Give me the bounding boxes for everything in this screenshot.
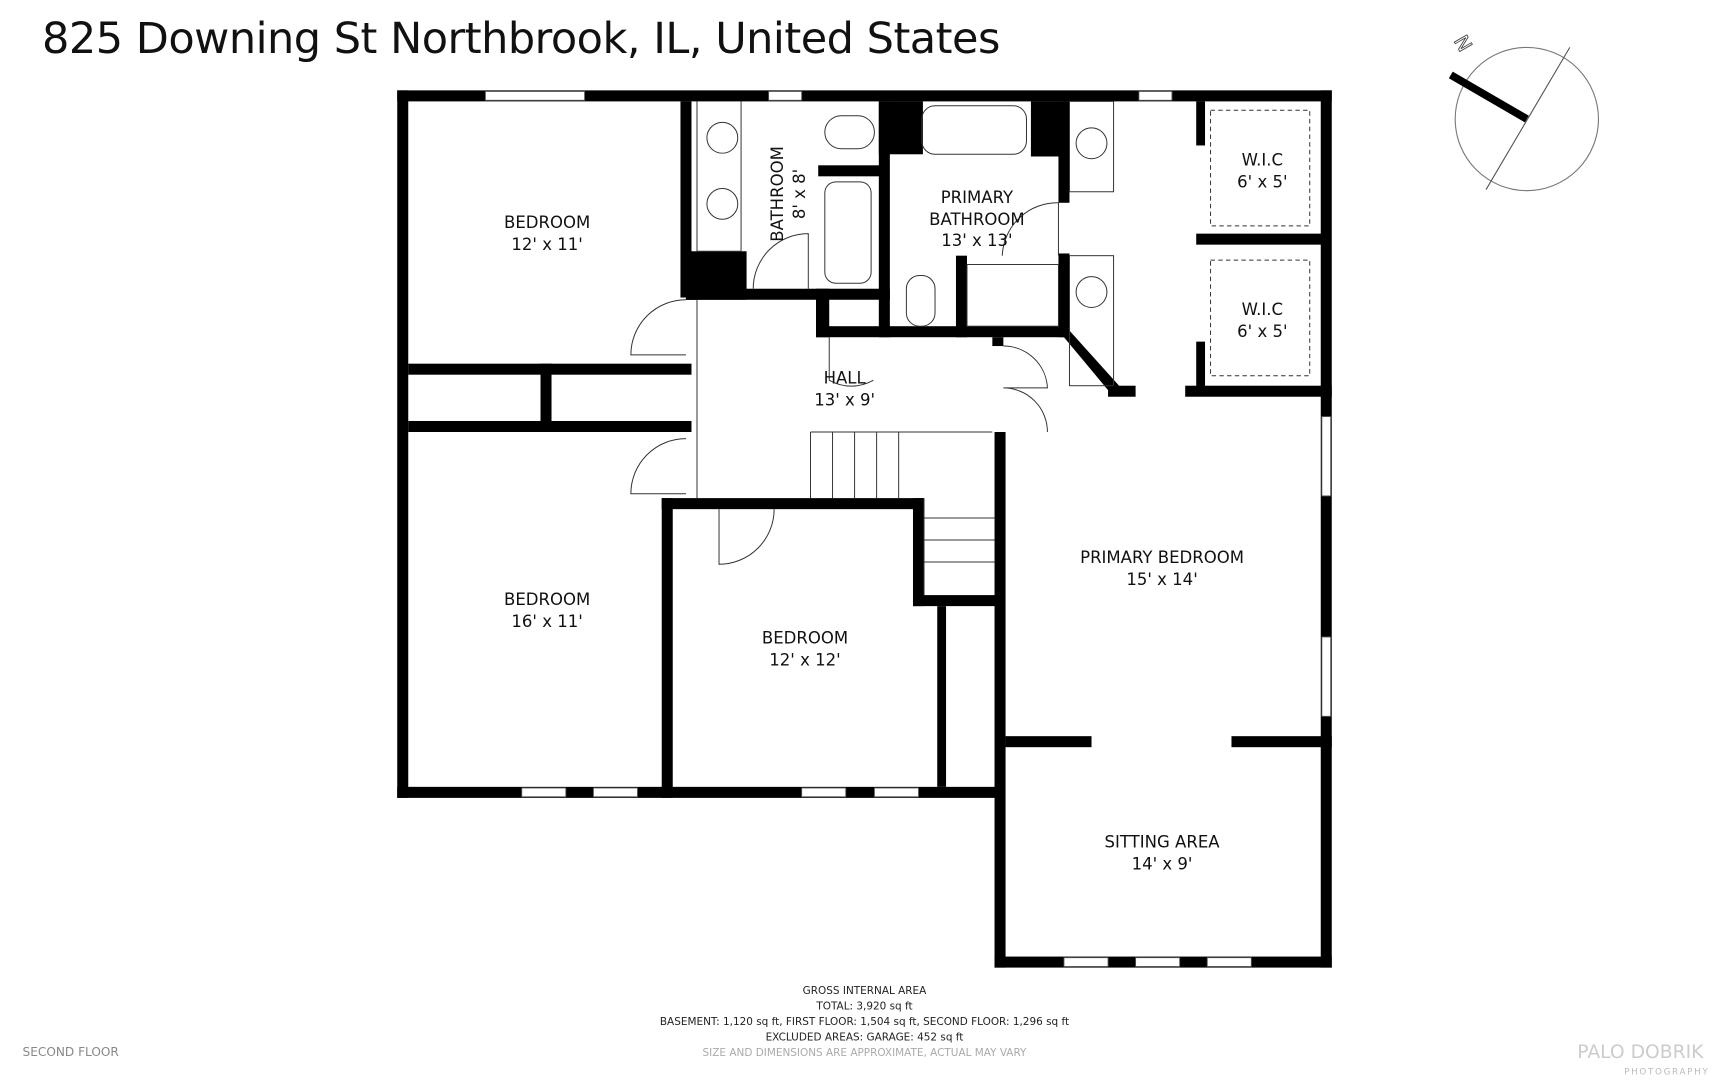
room-size: 15' x 14'	[1126, 570, 1197, 589]
area-summary: GROSS INTERNAL AREA TOTAL: 3,920 sq ft B…	[660, 985, 1069, 1059]
floor-label: SECOND FLOOR	[23, 1045, 120, 1059]
room-size: 8' x 8'	[790, 169, 809, 219]
room-size: 13' x 9'	[814, 391, 875, 410]
room-name: BEDROOM	[504, 590, 590, 609]
area-excluded: EXCLUDED AREAS: GARAGE: 452 sq ft	[766, 1031, 964, 1043]
room-name: PRIMARY	[941, 188, 1014, 207]
room-name: BEDROOM	[762, 629, 848, 648]
room-size: 14' x 9'	[1132, 855, 1193, 874]
room-name: BATHROOM	[768, 146, 787, 242]
room-size: 6' x 5'	[1237, 172, 1287, 191]
page-title: 825 Downing St Northbrook, IL, United St…	[42, 14, 1000, 64]
logo-text: PALO DOBRIK	[1577, 1042, 1704, 1063]
room-size: 16' x 11'	[511, 612, 582, 631]
room-name: W.I.C	[1242, 300, 1283, 319]
room-labels: BEDROOM 12' x 11' BATHROOM 8' x 8' PRIMA…	[504, 146, 1288, 873]
compass-needle-icon	[1448, 71, 1529, 123]
room-size: 12' x 11'	[511, 235, 582, 254]
stairs	[832, 431, 995, 596]
room-name: W.I.C	[1242, 150, 1283, 169]
logo: PALO DOBRIK PHOTOGRAPHY	[1577, 1042, 1709, 1078]
area-heading: GROSS INTERNAL AREA	[803, 985, 927, 997]
logo-subtext: PHOTOGRAPHY	[1624, 1067, 1709, 1077]
fixtures	[630, 100, 1311, 596]
compass-north-label: N	[1449, 31, 1476, 55]
room-size: 12' x 12'	[769, 651, 840, 670]
compass-axis	[1485, 47, 1571, 190]
windows	[484, 91, 1332, 967]
area-total: TOTAL: 3,920 sq ft	[815, 1000, 912, 1012]
room-name: HALL	[824, 369, 867, 388]
room-name: SITTING AREA	[1105, 832, 1221, 851]
area-floors: BASEMENT: 1,120 sq ft, FIRST FLOOR: 1,50…	[660, 1016, 1069, 1028]
room-name: PRIMARY BEDROOM	[1080, 548, 1244, 567]
room-size: 13' x 13'	[941, 231, 1012, 250]
room-size: 6' x 5'	[1237, 322, 1287, 341]
room-name: BEDROOM	[504, 213, 590, 232]
area-disclaimer: SIZE AND DIMENSIONS ARE APPROXIMATE, ACT…	[703, 1047, 1027, 1059]
compass: N	[1448, 31, 1600, 192]
room-name: BATHROOM	[929, 210, 1025, 229]
